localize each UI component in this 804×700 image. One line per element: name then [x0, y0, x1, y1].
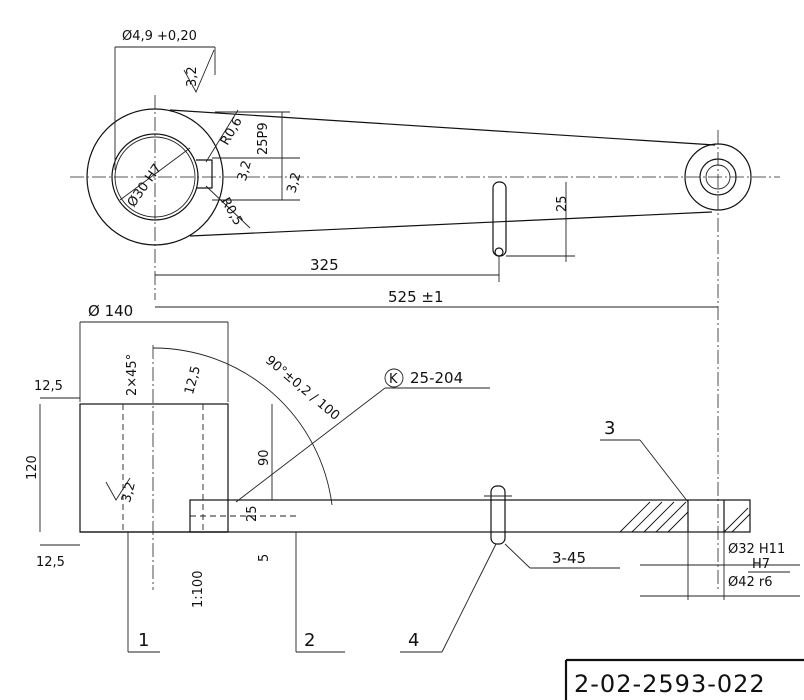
callout-3-leader — [639, 439, 689, 503]
dim-keyway-3: 3,2 — [285, 171, 305, 195]
dim-bore: Ø30 H7 — [125, 161, 165, 210]
leader-r06 — [205, 109, 239, 163]
dim-325: 325 — [310, 256, 339, 274]
dim-ratio: 1:100 — [191, 571, 206, 608]
dim-125-bot: 12,5 — [36, 555, 65, 570]
roughness-side-value: 3,2 — [119, 480, 139, 504]
weld-345-leader — [504, 543, 531, 569]
leader-bore — [119, 147, 191, 201]
callout-4: 4 — [408, 630, 419, 651]
dim-25-side: 25 — [245, 505, 260, 522]
dim-25p9: 25P9 — [256, 122, 271, 155]
dim-h7: H7 — [752, 557, 770, 572]
callout-1: 1 — [138, 630, 149, 651]
end-hatch — [619, 501, 751, 533]
callout-3: 3 — [604, 418, 615, 439]
dim-5: 5 — [257, 554, 272, 562]
document-number: 2-02-2593-022 — [574, 670, 766, 698]
dim-120: 120 — [25, 455, 40, 480]
dim-525: 525 ±1 — [388, 288, 444, 306]
dim-r06: R0,6 — [218, 115, 246, 148]
roughness-symbol-side — [105, 477, 131, 501]
roughness-top-value: 3,2 — [185, 66, 200, 87]
side-view: Ø 140 12,5 120 12,5 2×45° 12,5 3,2 90°±0… — [25, 302, 800, 608]
weld-ref: 25-204 — [410, 369, 463, 387]
dim-140: Ø 140 — [88, 302, 133, 320]
weld-circle — [384, 368, 404, 388]
dim-25-pin: 25 — [555, 195, 570, 212]
pin-end-circle — [494, 247, 504, 257]
angle-arc — [152, 347, 333, 506]
pin-side — [490, 485, 506, 545]
dim-d42: Ø42 r6 — [728, 575, 773, 590]
keyway — [196, 159, 213, 189]
leader-r05 — [205, 185, 251, 229]
weld-ref-symbol: K — [389, 372, 398, 387]
dim-125-top: 12,5 — [34, 379, 63, 394]
dim-angle: 90°±0,2 / 100 — [262, 353, 342, 424]
title-block: 2-02-2593-022 — [564, 658, 804, 700]
callouts: 1 2 3 4 — [127, 418, 689, 653]
dim-125-mid: 12,5 — [182, 364, 204, 396]
dim-bore-tol: Ø4,9 +0,20 — [122, 29, 197, 44]
dim-d32: Ø32 H11 — [728, 542, 785, 557]
top-view: Ø4,9 +0,20 3,2 25P9 R0,6 R0,5 Ø30 H7 3,2… — [70, 29, 780, 590]
hub-side — [79, 403, 229, 533]
dim-keyway-32: 3,2 — [235, 159, 255, 183]
weld-345: 3-45 — [552, 549, 586, 567]
arm-top-edge — [169, 109, 716, 146]
dim-90: 90 — [257, 449, 272, 466]
pin-plan — [492, 181, 507, 257]
callout-2: 2 — [304, 630, 315, 651]
roughness-symbol-top — [183, 49, 215, 94]
arm-bottom-edge — [189, 211, 713, 237]
callout-4-leader — [441, 543, 497, 653]
dim-chamfer: 2×45° — [125, 354, 140, 396]
weld-leader — [235, 387, 386, 503]
